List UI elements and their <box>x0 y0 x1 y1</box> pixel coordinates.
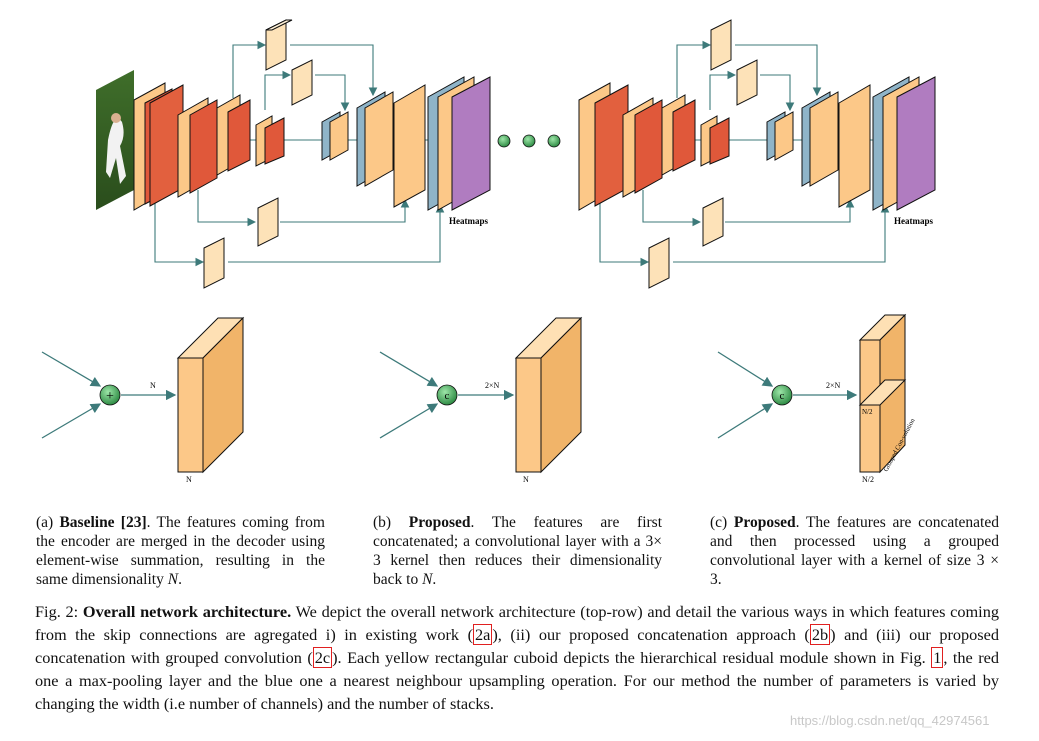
subcaption-c-title: Proposed <box>733 514 796 531</box>
channels-out-b: N <box>523 475 529 484</box>
sum-node <box>99 384 121 406</box>
hourglass-stack-2: Heatmaps <box>578 19 936 289</box>
concat-node <box>436 384 458 406</box>
stack-dot <box>547 134 561 148</box>
panel-a-summation: + N N <box>41 316 245 484</box>
hourglass-stack-1: Heatmaps <box>96 19 491 289</box>
subcaption-b: (b) Proposed. The features are first con… <box>373 514 662 588</box>
input-image <box>96 70 134 210</box>
subcaption-b-title: Proposed <box>408 514 471 531</box>
channels-out-a: N <box>186 475 192 484</box>
encoder-1 <box>133 82 285 211</box>
sum-symbol: + <box>106 389 114 404</box>
ref-link-fig1[interactable]: 1 <box>931 647 944 668</box>
caption-title: Overall network architecture. <box>82 602 292 621</box>
panel-c-grouped-convolution: c 2×N N/2 N/2 Grouped Con-volution <box>717 313 917 484</box>
group-split-label: N/2 <box>862 408 873 416</box>
skip-module-3 <box>257 197 279 247</box>
figure-caption: Fig. 2: Overall network architecture. We… <box>35 602 1000 713</box>
architecture-figure: Heatmaps <box>41 19 936 484</box>
skip-module-4 <box>203 237 225 289</box>
stack-ellipsis <box>497 134 561 148</box>
concat-node <box>771 384 793 406</box>
skip-module-2 <box>291 59 313 106</box>
concat-symbol: c <box>445 390 450 402</box>
stack-dot <box>497 134 511 148</box>
subcaption-a: (a) Baseline [23]. The features coming f… <box>36 514 325 588</box>
heatmaps-label-1: Heatmaps <box>449 216 488 226</box>
channels-label-a: N <box>150 381 156 390</box>
ref-link-2b[interactable]: 2b <box>809 624 831 645</box>
stack-dot <box>522 134 536 148</box>
channels-label-b: 2×N <box>485 381 500 390</box>
channels-label-c: 2×N <box>826 381 841 390</box>
subcaption-a-title: Baseline [23] <box>59 514 147 531</box>
concat-symbol-c: c <box>780 390 785 402</box>
ref-link-2c[interactable]: 2c <box>312 647 333 668</box>
watermark: https://blog.csdn.net/qq_42974561 <box>790 713 990 728</box>
ref-link-2a[interactable]: 2a <box>473 624 493 645</box>
heatmaps-label-2: Heatmaps <box>894 216 933 226</box>
skip-module-1 <box>265 19 293 71</box>
decoder-1 <box>321 76 491 211</box>
channels-out-c: N/2 <box>862 475 874 484</box>
panel-b-concatenation: c 2×N N <box>379 316 583 484</box>
subcaption-c: (c) Proposed. The features are concatena… <box>710 514 999 588</box>
